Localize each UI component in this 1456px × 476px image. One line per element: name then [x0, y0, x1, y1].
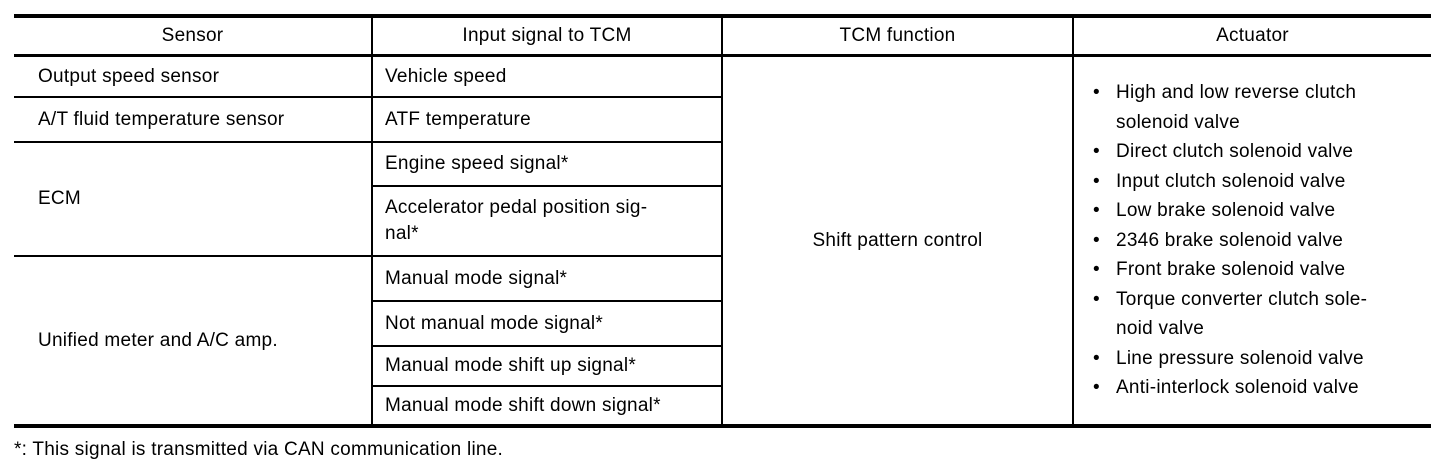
- bullet-icon: •: [1093, 229, 1100, 251]
- actuator-item: • Anti-interlock solenoid valve: [1093, 373, 1431, 403]
- bullet-icon: •: [1093, 82, 1100, 103]
- cell-unified-meter-ac-amp: Unified meter and A/C amp.: [14, 255, 372, 427]
- bullet-icon: •: [1093, 141, 1100, 162]
- table-row: Manual mode shift up signal*: [14, 345, 1431, 387]
- cell-vehicle-speed: Vehicle speed: [371, 55, 722, 98]
- table-row: Not manual mode signal*: [14, 300, 1431, 347]
- actuator-item: • Input clutch solenoid valve: [1093, 167, 1431, 197]
- cell-not-manual-mode-signal: Not manual mode signal*: [371, 300, 722, 347]
- actuator-item-text: Low brake solenoid valve: [1116, 200, 1336, 221]
- actuator-item-text: 2346 brake solenoid valve: [1116, 229, 1344, 251]
- actuator-item-text: Front brake solenoid valve: [1116, 259, 1346, 280]
- footnote: *: This signal is transmitted via CAN co…: [14, 438, 504, 460]
- actuator-item-text: Direct clutch solenoid valve: [1116, 141, 1354, 162]
- table-row: Output speed sensor Vehicle speed Shift …: [14, 55, 1431, 426]
- cell-manual-mode-shift-up-signal: Manual mode shift up signal*: [371, 345, 722, 387]
- bullet-icon: •: [1093, 259, 1100, 280]
- table-row: A/T fluid temperature sensor ATF tempera…: [14, 96, 1431, 143]
- cell-at-fluid-temp-sensor: A/T fluid temperature sensor: [14, 96, 372, 143]
- actuator-item: • High and low reverse clutch solenoid v…: [1093, 78, 1431, 137]
- actuator-item: • Low brake solenoid valve: [1093, 196, 1431, 226]
- col-header-sensor: Sensor: [14, 16, 372, 57]
- actuator-item: • 2346 brake solenoid valve: [1093, 226, 1431, 256]
- table-row: Unified meter and A/C amp. Manual mode s…: [14, 255, 1431, 427]
- actuator-item: • Direct clutch solenoid valve: [1093, 137, 1431, 167]
- bullet-icon: •: [1093, 347, 1100, 369]
- actuator-item-text: High and low reverse clutch solenoid val…: [1116, 82, 1357, 133]
- actuator-list: • High and low reverse clutch solenoid v…: [1074, 78, 1431, 403]
- actuator-item-text: Torque converter clutch sole- noid valve: [1116, 288, 1368, 340]
- table-row: Manual mode shift down signal*: [14, 385, 1431, 427]
- tcm-io-table: Sensor Input signal to TCM TCM function …: [14, 14, 1431, 428]
- col-header-actuator: Actuator: [1072, 16, 1431, 57]
- actuator-item: • Torque converter clutch sole- noid val…: [1093, 285, 1431, 344]
- cell-atf-temperature: ATF temperature: [371, 96, 722, 143]
- cell-accelerator-pedal-signal: Accelerator pedal position sig- nal*: [371, 185, 722, 257]
- bullet-icon: •: [1093, 288, 1100, 310]
- table-row: ECM Engine speed signal*: [14, 141, 1431, 257]
- cell-tcm-function-value: Shift pattern control: [721, 55, 1073, 426]
- actuator-item: • Front brake solenoid valve: [1093, 255, 1431, 285]
- header-row: Sensor Input signal to TCM TCM function …: [14, 16, 1431, 57]
- bullet-icon: •: [1093, 170, 1100, 192]
- bullet-icon: •: [1093, 200, 1100, 221]
- cell-output-speed-sensor: Output speed sensor: [14, 55, 372, 98]
- cell-manual-mode-shift-down-signal: Manual mode shift down signal*: [371, 385, 722, 427]
- cell-actuator-list: • High and low reverse clutch solenoid v…: [1072, 55, 1431, 426]
- cell-manual-mode-signal: Manual mode signal*: [371, 255, 722, 302]
- col-header-tcm-function: TCM function: [721, 16, 1073, 57]
- actuator-item: • Line pressure solenoid valve: [1093, 344, 1431, 374]
- actuator-item-text: Line pressure solenoid valve: [1116, 347, 1364, 369]
- table-row: Accelerator pedal position sig- nal*: [14, 185, 1431, 257]
- actuator-item-text: Anti-interlock solenoid valve: [1116, 377, 1359, 398]
- cell-engine-speed-signal: Engine speed signal*: [371, 141, 722, 187]
- actuator-item-text: Input clutch solenoid valve: [1116, 170, 1346, 192]
- bullet-icon: •: [1093, 377, 1100, 398]
- col-header-input-signal: Input signal to TCM: [371, 16, 722, 57]
- cell-ecm: ECM: [14, 141, 372, 257]
